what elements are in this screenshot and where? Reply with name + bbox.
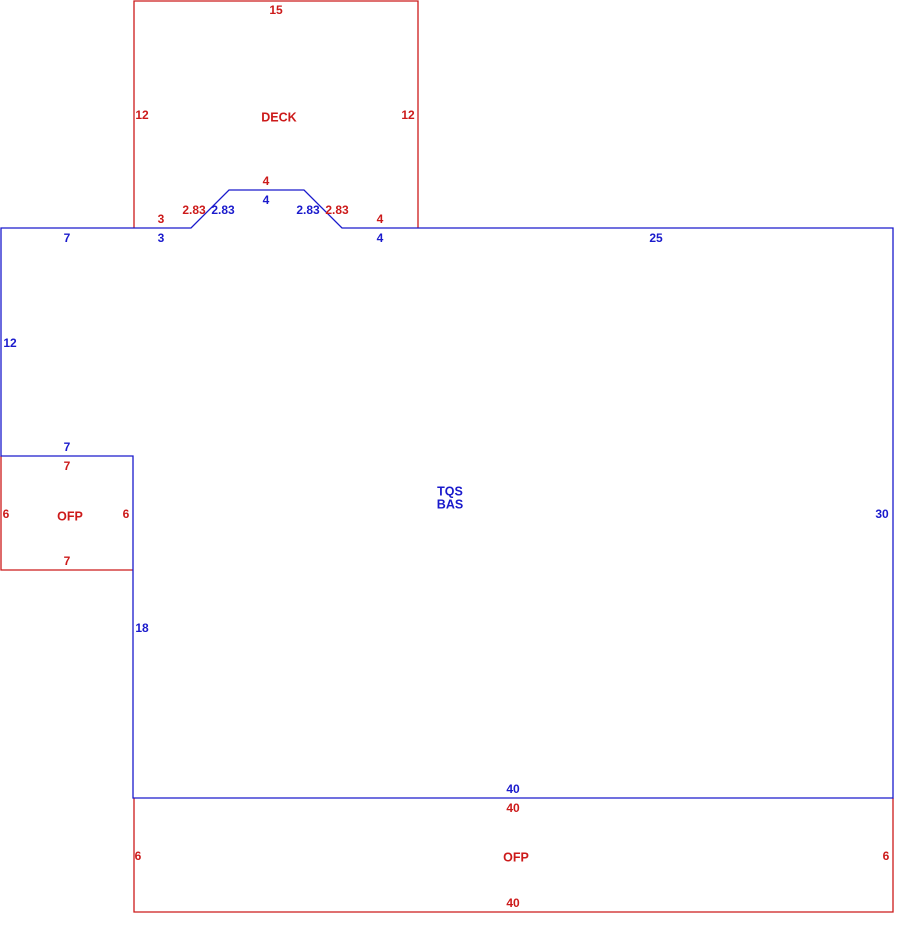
dim-main-notch-top: 4	[263, 193, 270, 207]
dim-main-top-right: 25	[649, 231, 663, 245]
dim-porch-bottom-top: 40	[506, 801, 520, 815]
porch-bottom-outline	[133, 798, 894, 913]
area-label-deck: DECK	[261, 110, 296, 124]
dim-deck-left: 12	[135, 108, 149, 122]
dim-main-top-left: 7	[64, 231, 71, 245]
area-label-porch-bottom: OFP	[503, 850, 529, 864]
dim-main-notch-diag-left: 2.83	[211, 203, 235, 217]
dim-deck-bottom-right: 4	[377, 212, 384, 226]
dim-main-notch-diag-right: 2.83	[296, 203, 320, 217]
main-structure-outline	[0, 189, 894, 799]
deck-outline	[133, 0, 419, 228]
dim-main-right: 30	[875, 507, 889, 521]
dim-porch-bottom-bottom: 40	[506, 896, 520, 910]
dim-deck-diag-left: 2.83	[182, 203, 206, 217]
dim-porch-left-bottom: 7	[64, 554, 71, 568]
dim-main-top-notch-right: 4	[377, 231, 384, 245]
dim-main-step: 7	[64, 440, 71, 454]
dim-main-bottom: 40	[506, 782, 520, 796]
dim-porch-left-top: 7	[64, 459, 71, 473]
area-label-tqs: TQS	[437, 484, 463, 498]
dim-deck-notch: 4	[263, 174, 270, 188]
area-label-bas: BAS	[437, 497, 463, 511]
dim-porch-bottom-right: 6	[883, 849, 890, 863]
dim-deck-right: 12	[401, 108, 415, 122]
dim-main-left-upper: 12	[3, 336, 17, 350]
dim-porch-bottom-left: 6	[135, 849, 142, 863]
dim-deck-top: 15	[269, 3, 283, 17]
porch-left-outline	[0, 456, 133, 571]
dim-main-top-notch-left: 3	[158, 231, 165, 245]
dim-main-left-lower: 18	[135, 621, 149, 635]
dim-porch-left-right: 6	[123, 507, 130, 521]
dim-deck-diag-right: 2.83	[325, 203, 349, 217]
area-label-porch-left: OFP	[57, 509, 83, 523]
dim-porch-left-left: 6	[3, 507, 10, 521]
dim-deck-bottom-left: 3	[158, 212, 165, 226]
